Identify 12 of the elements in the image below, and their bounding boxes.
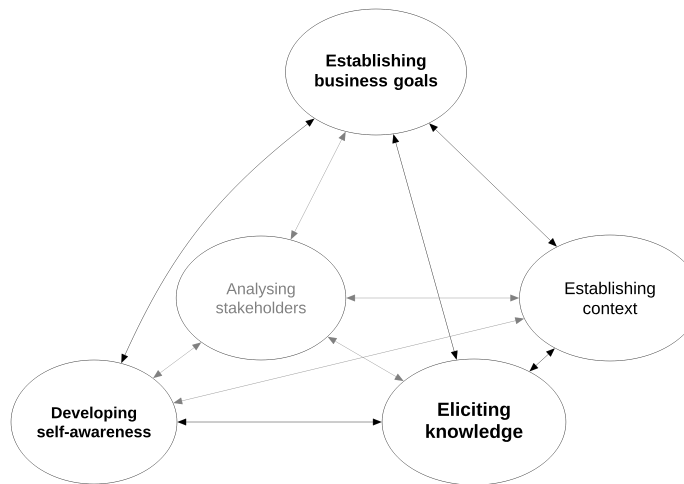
arrow bbox=[121, 118, 314, 363]
arrow bbox=[290, 132, 346, 240]
arrow bbox=[530, 348, 555, 372]
arrow bbox=[178, 418, 382, 426]
ellipse-node: Establishing business goals bbox=[285, 8, 467, 136]
ellipse-node: Analysing stakeholders bbox=[176, 236, 346, 360]
arrow bbox=[174, 317, 524, 404]
arrow bbox=[153, 342, 202, 378]
arrow bbox=[328, 336, 404, 382]
arrow bbox=[392, 134, 458, 360]
arrow bbox=[346, 294, 519, 302]
arrow bbox=[429, 123, 557, 247]
